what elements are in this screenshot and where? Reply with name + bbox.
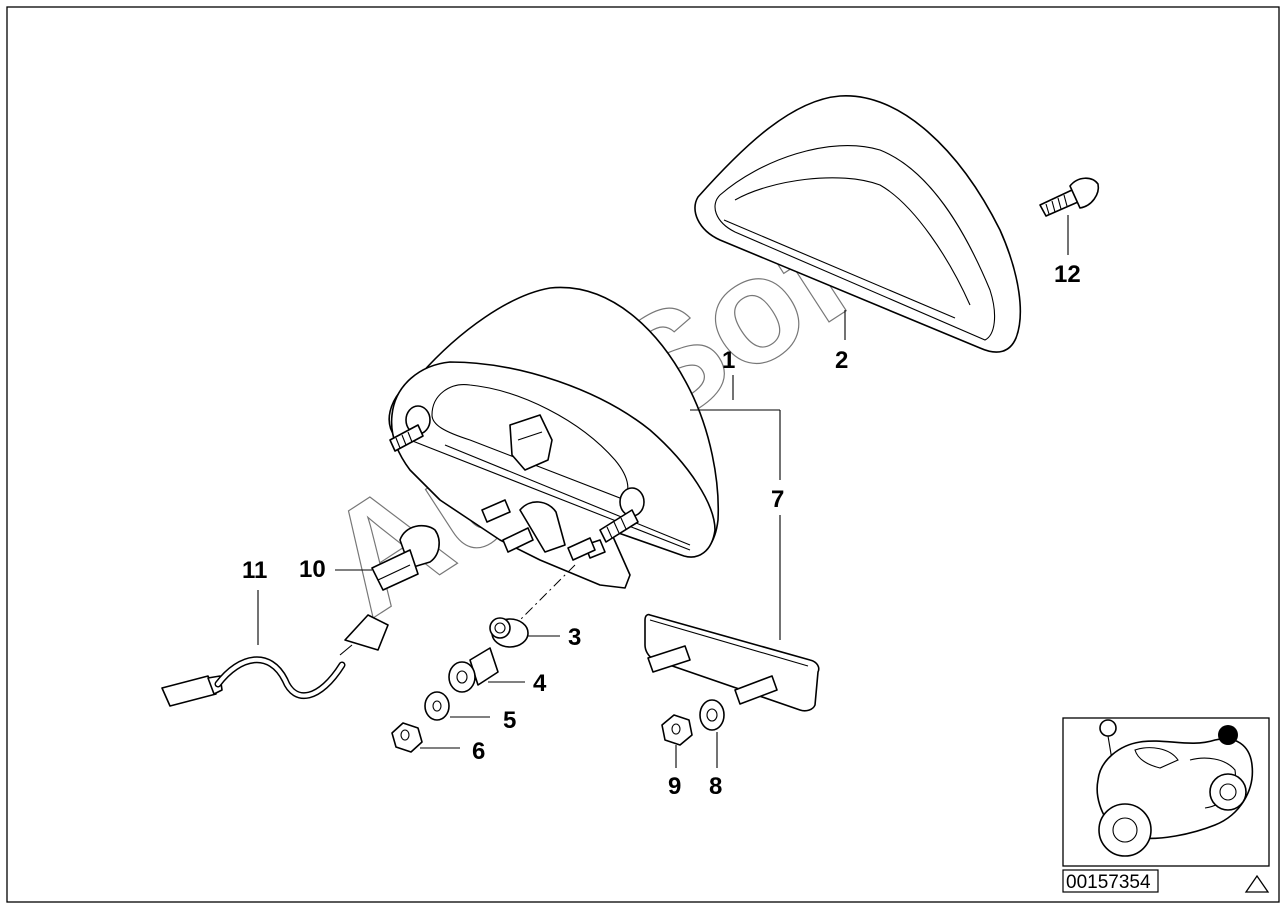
part-12-screw (1039, 177, 1100, 217)
warning-triangle-icon (1244, 874, 1270, 893)
part-7-reflector (644, 613, 820, 712)
assembly-line (519, 564, 576, 621)
part-2-lens-cover (694, 95, 1022, 353)
callout-4: 4 (533, 670, 547, 697)
callout-10: 10 (299, 556, 326, 583)
diagram-frame (6, 6, 1280, 903)
callout-5: 5 (503, 707, 516, 734)
callout-11: 11 (242, 557, 267, 584)
leader-lines (257, 215, 1069, 768)
callout-12: 12 (1054, 261, 1081, 288)
callout-6: 6 (472, 738, 485, 765)
diagram-number-box: 00157354 (1062, 869, 1159, 893)
part-3-grommet (489, 617, 529, 648)
location-marker-dot (1218, 725, 1238, 745)
part-4-spacer-sleeve (448, 647, 499, 693)
callout-3: 3 (568, 624, 581, 651)
callout-2: 2 (835, 347, 848, 374)
callout-1: 1 (722, 347, 735, 374)
callout-8: 8 (709, 773, 722, 800)
part-5-washer (424, 691, 450, 721)
callout-9: 9 (668, 773, 681, 800)
locator-inset (1062, 717, 1270, 867)
part-11-wiring-harness (161, 614, 389, 707)
part-10-bulb (371, 524, 440, 591)
part-1-housing (388, 286, 720, 589)
diagram-number: 00157354 (1066, 872, 1151, 893)
part-6-nut (391, 722, 423, 753)
part-8-washer (699, 699, 725, 731)
callout-7: 7 (771, 486, 784, 513)
motorcycle-silhouette (1096, 719, 1254, 857)
part-9-nut (661, 714, 693, 746)
